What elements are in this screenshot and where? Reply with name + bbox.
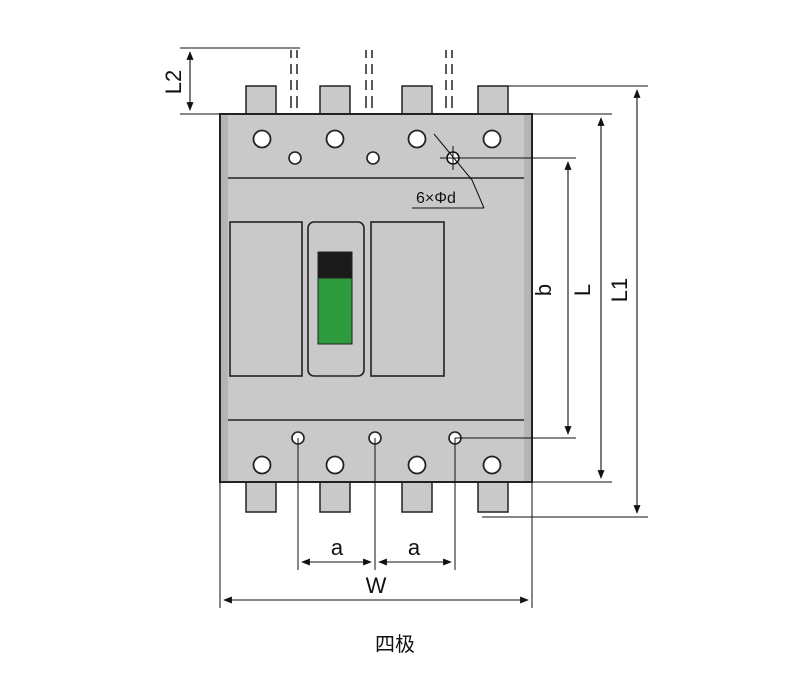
- terminal-holes: [252, 129, 502, 475]
- left-panel: [229, 221, 303, 377]
- top-terminals: [245, 85, 509, 117]
- dimension-lines: [186, 51, 641, 604]
- label-a-right: a: [408, 535, 421, 560]
- bottom-hole-4: [482, 455, 502, 475]
- mount-hole-top-2: [366, 151, 380, 165]
- bottom-hole-1: [252, 455, 272, 475]
- label-b: b: [531, 284, 556, 296]
- bottom-terminal-1: [245, 479, 277, 513]
- bottom-hole-2: [325, 455, 345, 475]
- label-L2: L2: [161, 70, 186, 94]
- bottom-terminals: [245, 479, 509, 513]
- top-terminal-1: [245, 85, 277, 117]
- right-panel: [370, 221, 445, 377]
- label-L: L: [570, 284, 595, 296]
- top-hole-1: [252, 129, 272, 149]
- top-hole-4: [482, 129, 502, 149]
- top-hole-2: [325, 129, 345, 149]
- top-terminal-4: [477, 85, 509, 117]
- label-L1: L1: [607, 278, 632, 302]
- extension-lines: [180, 47, 648, 608]
- bottom-terminal-4: [477, 479, 509, 513]
- operating-handle: [317, 251, 353, 345]
- bottom-terminal-2: [319, 479, 351, 513]
- top-pins: [290, 50, 453, 108]
- mount-hole-top-1: [288, 151, 302, 165]
- label-a-left: a: [331, 535, 344, 560]
- diagram-caption: 四极: [375, 632, 415, 656]
- label-W: W: [366, 573, 387, 598]
- top-hole-3: [407, 129, 427, 149]
- top-terminal-3: [401, 85, 433, 117]
- bottom-hole-3: [407, 455, 427, 475]
- bottom-terminal-3: [401, 479, 433, 513]
- label-hole-spec: 6×Φd: [416, 190, 456, 207]
- top-terminal-2: [319, 85, 351, 117]
